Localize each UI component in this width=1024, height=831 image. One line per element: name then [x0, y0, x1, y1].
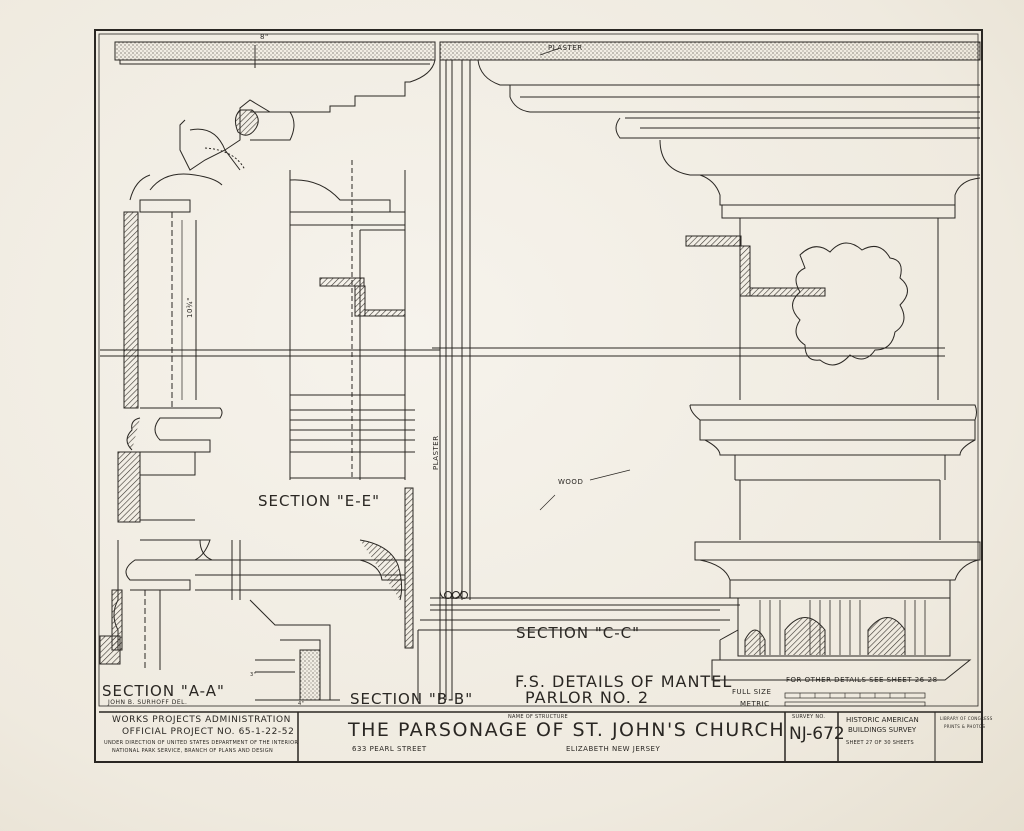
- sheet-info: SHEET 27 OF 30 SHEETS: [846, 740, 914, 746]
- dimension-b1: 3": [250, 672, 257, 678]
- dimension-10: 10¾": [186, 297, 194, 318]
- section-c-c-label: SECTION "C-C": [516, 624, 641, 642]
- dimension-b2: 4": [298, 701, 305, 707]
- wpa-line3: UNDER DIRECTION OF UNITED STATES DEPARTM…: [104, 740, 299, 746]
- section-b-b-label: SECTION "B-B": [350, 690, 474, 708]
- other-details-note: FOR OTHER DETAILS SEE SHEET 26-28: [786, 676, 938, 684]
- structure-name: THE PARSONAGE OF ST. JOHN'S CHURCH: [348, 719, 786, 741]
- city-state: ELIZABETH NEW JERSEY: [566, 745, 661, 753]
- survey-caption: SURVEY NO.: [792, 714, 826, 720]
- street-address: 633 PEARL STREET: [352, 745, 427, 753]
- library-stamp-line1: LIBRARY OF CONGRESS: [940, 716, 993, 721]
- wpa-line4: NATIONAL PARK SERVICE, BRANCH OF PLANS A…: [112, 748, 274, 754]
- delineator: JOHN B. SURHOFF DEL.: [108, 699, 188, 706]
- plaster-callout-top: PLASTER: [548, 44, 583, 52]
- drawing-title-line1: F.S. DETAILS OF MANTEL: [515, 672, 733, 691]
- scale-full-size: FULL SIZE: [732, 688, 772, 696]
- wpa-line2: OFFICIAL PROJECT NO. 65-1-22-52: [122, 727, 295, 737]
- wood-callout: WOOD: [558, 478, 584, 486]
- drawing-title-line2: PARLOR NO. 2: [525, 688, 650, 707]
- scale-metric: METRIC: [740, 700, 770, 708]
- section-a-a-label: SECTION "A-A": [102, 682, 225, 700]
- habs-line1: HISTORIC AMERICAN: [846, 716, 919, 724]
- survey-number: NJ-672: [789, 724, 845, 744]
- structure-name-caption: NAME OF STRUCTURE: [508, 714, 568, 720]
- library-stamp-line2: PRINTS & PHOTOS: [944, 724, 986, 729]
- dimension-8: 8": [260, 33, 269, 41]
- section-e-e-label: SECTION "E-E": [258, 492, 381, 510]
- wpa-line1: WORKS PROJECTS ADMINISTRATION: [112, 715, 291, 725]
- habs-line2: BUILDINGS SURVEY: [848, 726, 917, 734]
- plaster-callout-side: PLASTER: [432, 435, 440, 470]
